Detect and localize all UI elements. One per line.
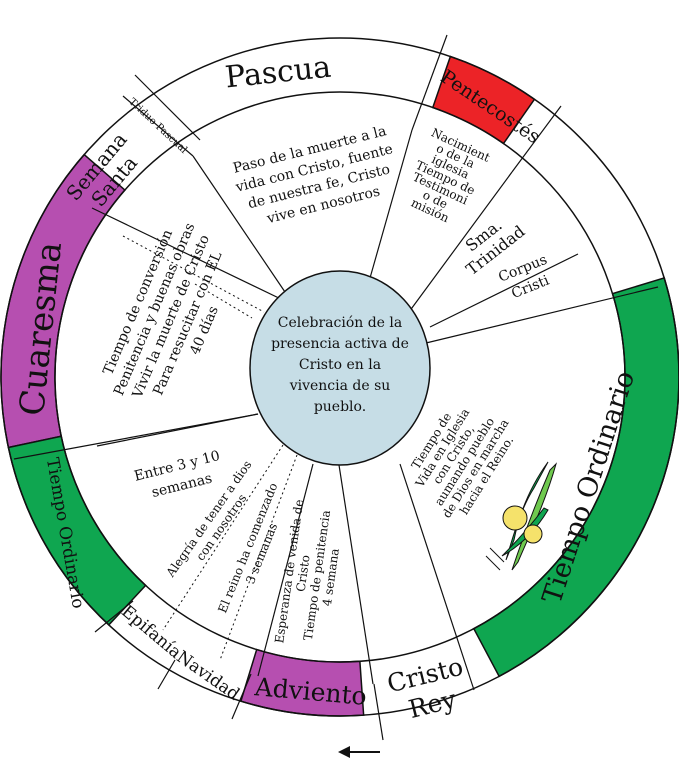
divider-epifania-navidad: [157, 659, 176, 690]
corpus-label: Corpus Cristi: [496, 252, 552, 302]
divider-navidad-adviento: [231, 673, 252, 720]
cuaresma-description: Tiempo de conversión Penitencia y buenas…: [100, 221, 225, 402]
divider-triduo-right: [134, 74, 201, 141]
navidad-label: Navidad: [173, 647, 244, 705]
inner-ring-boundary: [54, 91, 626, 663]
divider-semana-santa: [91, 207, 286, 302]
divider-cuaresma-inner: [96, 413, 259, 447]
divider-adviento-navidad-inner: [257, 463, 314, 677]
center-line-1: Celebración de la: [278, 315, 403, 331]
divider-pascua-pentecostes: [411, 34, 448, 131]
adviento-desc-2: Cristo: [294, 554, 313, 593]
center-hub: [249, 270, 431, 466]
divider-pascua-middle: [369, 129, 413, 279]
divider-pentecostes-right: [511, 105, 562, 173]
pascua-label: Pascua: [223, 50, 332, 96]
ordinario-left-description: Entre 3 y 10 semanas: [133, 448, 222, 501]
center-text: Celebración de la presencia activa de Cr…: [271, 315, 409, 415]
sprout-illustration-icon: [485, 461, 557, 571]
triduo-label: Triduo Pascual: [126, 96, 189, 155]
dotted-navidad-epifania: [219, 454, 298, 661]
outer-circle: [0, 37, 679, 717]
divider-ordinario-epifania: [94, 600, 134, 633]
direction-arrow-icon: [338, 746, 380, 758]
divider-adviento-thick: [338, 464, 374, 685]
outer-ring: [0, 37, 679, 717]
divider-corpus: [429, 253, 579, 328]
center-line-4: vivencia de su: [289, 378, 391, 394]
center-line-3: Cristo en la: [299, 357, 381, 373]
center-line-2: presencia activa de: [271, 336, 409, 352]
epifania-label: Epifanía: [117, 601, 185, 662]
dotted-cuaresma-top: [122, 235, 265, 313]
divider-triduo-left: [122, 95, 194, 157]
center-line-5: pueblo.: [314, 399, 366, 415]
divider-adviento-cristorey: [373, 683, 384, 741]
cristo-rey-label: Cristo Rey: [384, 652, 466, 724]
divider-lines: [13, 34, 659, 741]
dotted-cuaresma-mid: [194, 283, 253, 319]
divider-ordinario-corpus: [425, 286, 659, 344]
divider-cristorey-ordinario: [399, 463, 475, 691]
pascua-description: Paso de la muerte a la vida con Cristo, …: [231, 123, 394, 227]
dotted-epifania-ordinario: [162, 444, 284, 631]
adviento-description: Esperanza de venida de Cristo Tiempo de …: [272, 499, 342, 645]
divider-pascua-left: [192, 155, 286, 293]
divider-trinidad: [405, 171, 513, 317]
pentecostes-description: Nacimient o de la iglesia Tiempo de Test…: [409, 125, 492, 225]
